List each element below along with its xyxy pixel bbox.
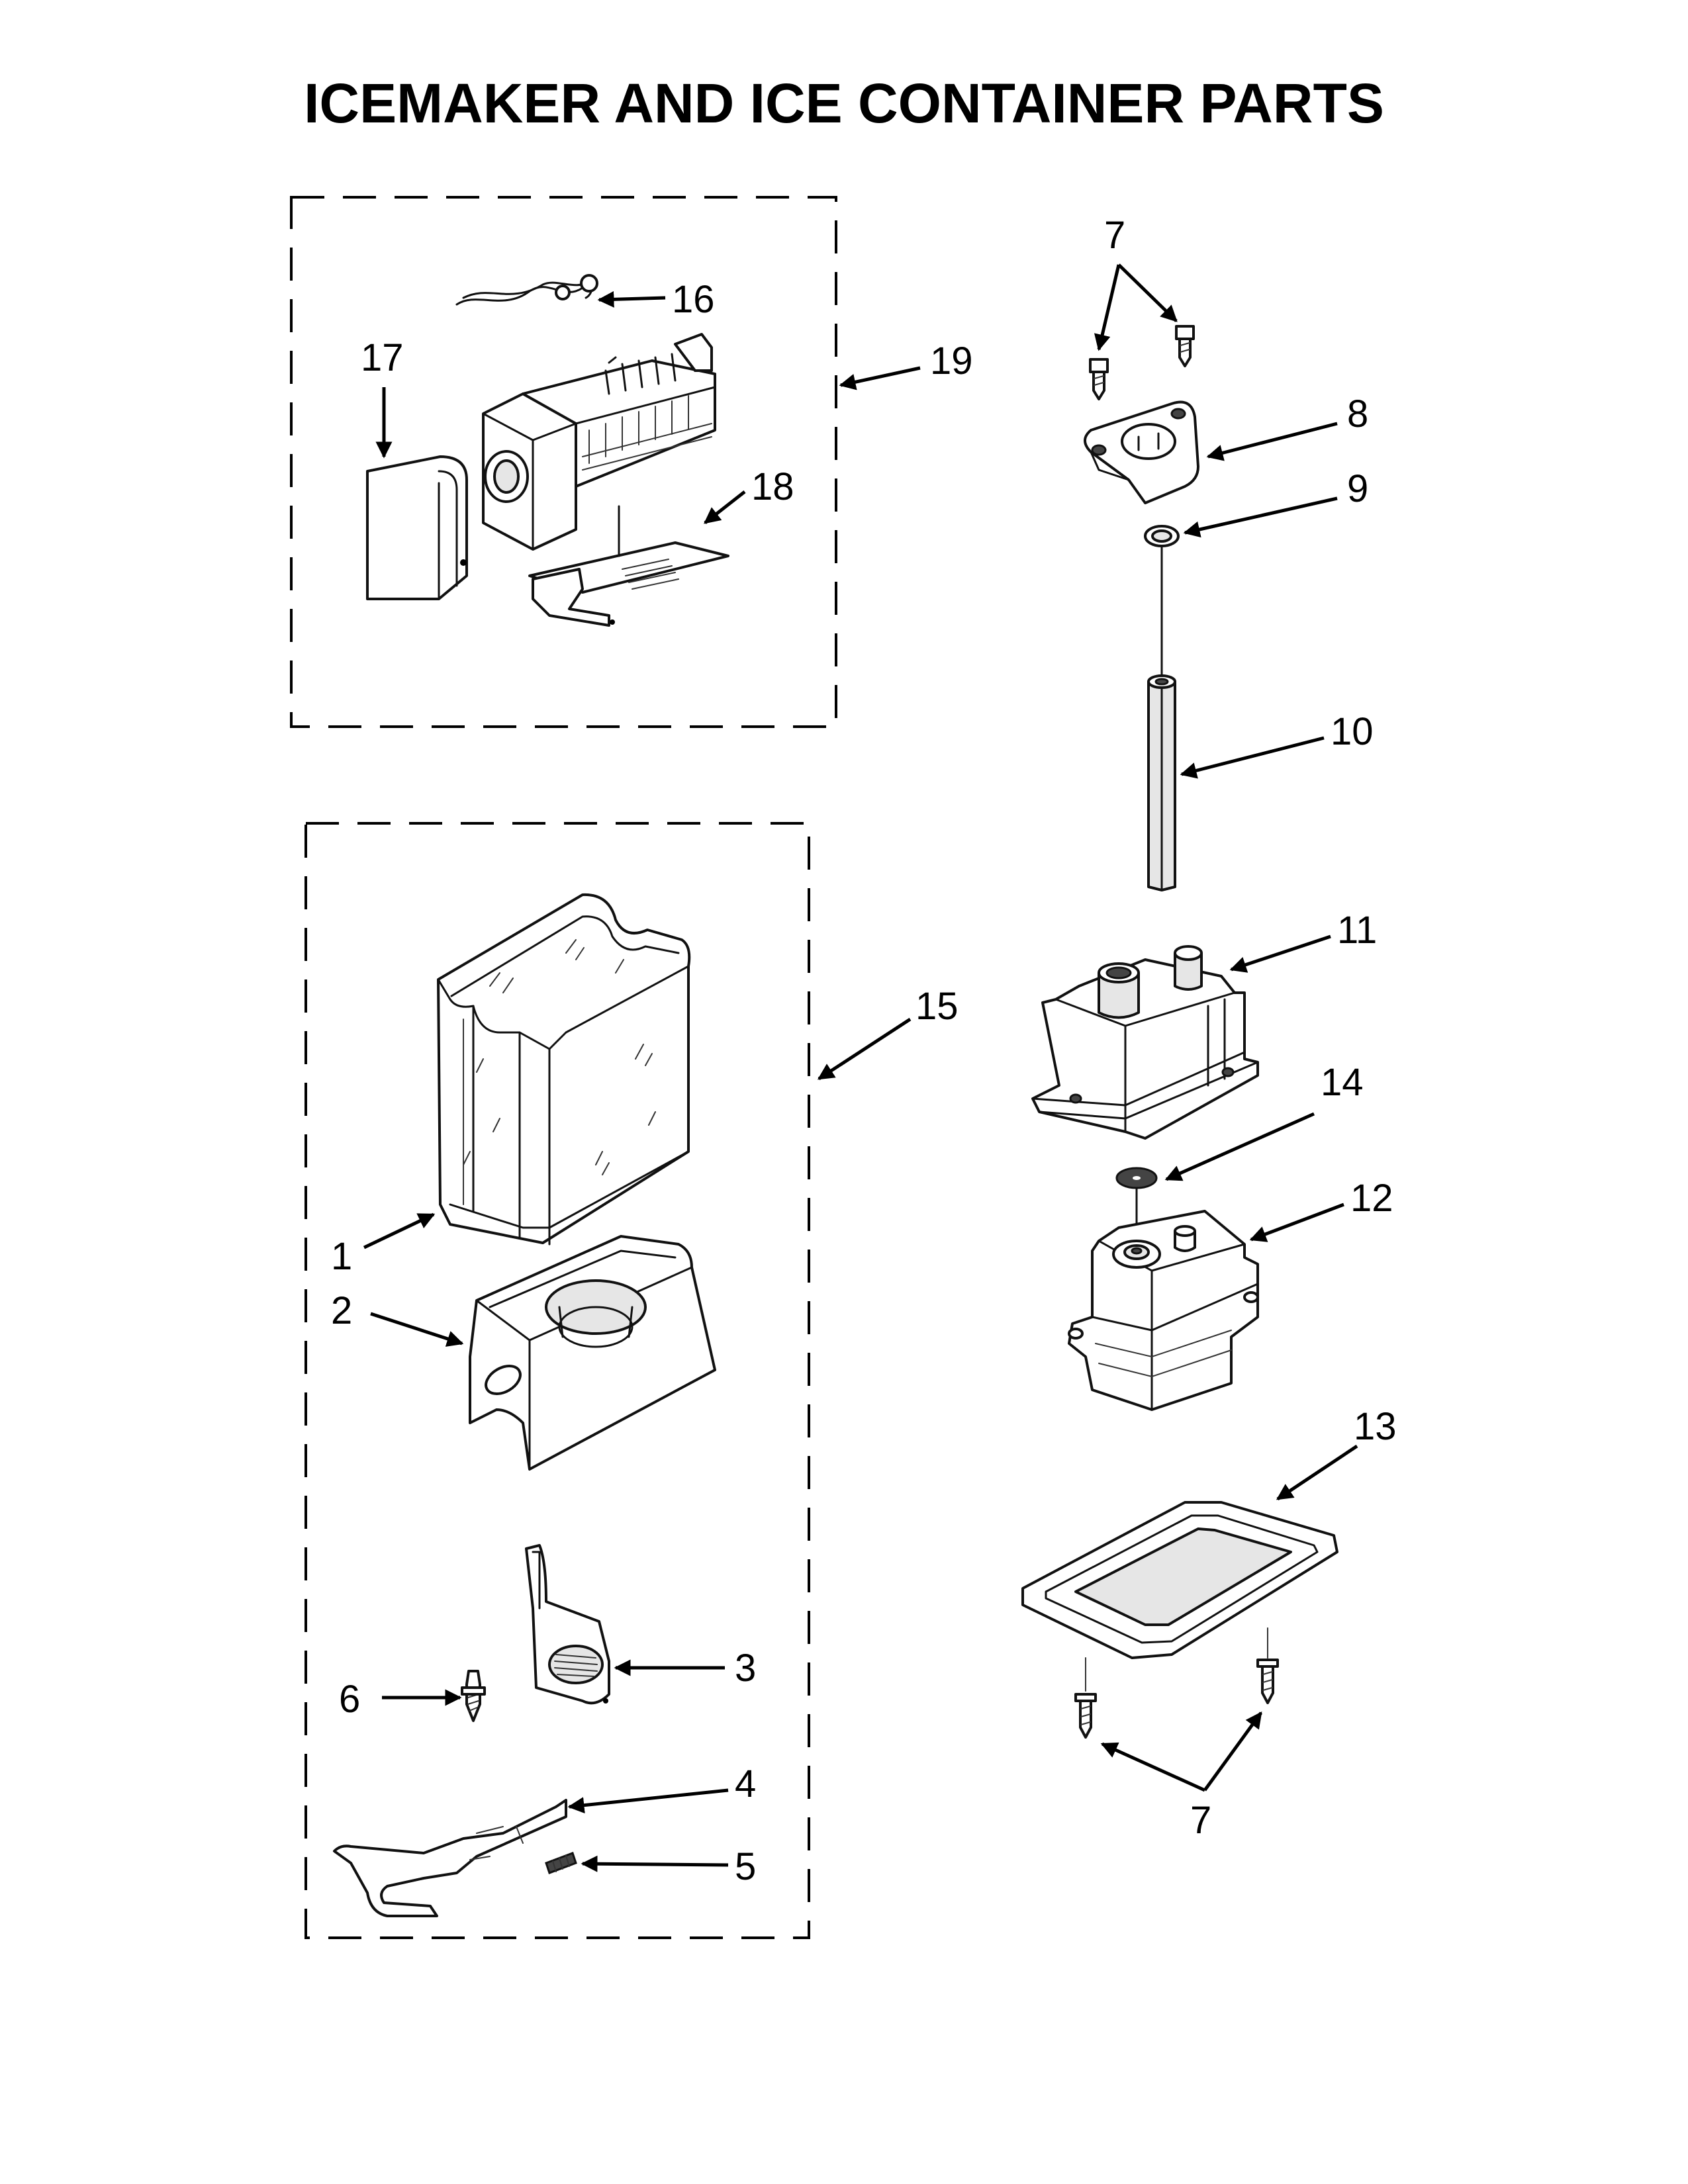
callout-7-top: 7 <box>1104 214 1125 257</box>
part-3-ice-chute-cover <box>525 1544 610 1705</box>
callout-16: 16 <box>672 278 715 321</box>
part-19-icemaker-body <box>482 333 716 551</box>
part-5-spring <box>545 1852 577 1874</box>
leader-4 <box>567 1788 729 1814</box>
part-9-washer <box>1144 525 1180 547</box>
callout-6: 6 <box>339 1678 360 1721</box>
leader-15 <box>817 1017 912 1081</box>
callout-2: 2 <box>331 1289 352 1332</box>
part-17-icemaker-cover <box>366 455 468 600</box>
leader-2 <box>370 1312 464 1347</box>
part-10-drive-shaft <box>1147 674 1176 891</box>
leader-8 <box>1206 422 1338 461</box>
part-4-ice-level-arm <box>333 1799 567 1917</box>
callout-5: 5 <box>735 1845 756 1888</box>
callout-1: 1 <box>331 1235 352 1278</box>
part-11-auger-motor-housing <box>1031 945 1259 1140</box>
callout-9: 9 <box>1347 467 1368 510</box>
part-12-auger-motor <box>1068 1210 1259 1411</box>
callout-8: 8 <box>1347 392 1368 435</box>
callout-7-bottom: 7 <box>1190 1799 1211 1842</box>
callout-19: 19 <box>930 340 973 383</box>
leader-13 <box>1276 1444 1358 1501</box>
callout-3: 3 <box>735 1647 756 1690</box>
callout-12: 12 <box>1350 1177 1393 1220</box>
callout-11: 11 <box>1337 909 1377 952</box>
callout-4: 4 <box>735 1762 756 1805</box>
page-title: ICEMAKER AND ICE CONTAINER PARTS <box>304 72 1384 134</box>
leader-9 <box>1183 496 1338 538</box>
leader-14 <box>1164 1112 1315 1181</box>
leader-5 <box>581 1855 729 1872</box>
callout-10: 10 <box>1331 710 1374 753</box>
leader-19 <box>839 366 921 390</box>
leader-1 <box>363 1212 436 1250</box>
part-7-top-screws <box>1089 325 1195 400</box>
callout-13: 13 <box>1354 1405 1397 1448</box>
part-16-wire-harness <box>455 274 598 306</box>
leader-12 <box>1249 1203 1344 1242</box>
leader-18 <box>704 490 746 524</box>
part-13-gasket <box>1021 1501 1338 1659</box>
part-1-ice-bucket <box>437 893 691 1246</box>
callout-18: 18 <box>751 465 794 508</box>
leader-7-bottom <box>1100 1711 1263 1792</box>
callout-17: 17 <box>361 336 404 379</box>
callout-15: 15 <box>915 985 959 1028</box>
part-8-bracket <box>1084 400 1199 504</box>
group-box-15 <box>305 822 810 1939</box>
part-2-bucket-base <box>469 1235 716 1471</box>
part-14-washer <box>1115 1167 1158 1189</box>
leader-11 <box>1229 934 1331 973</box>
leader-10 <box>1180 736 1325 779</box>
part-6-screw <box>461 1670 486 1722</box>
part-7-bottom-screws <box>1074 1627 1279 1739</box>
leader-16 <box>597 291 666 308</box>
leader-7-top <box>1094 263 1178 351</box>
callout-14: 14 <box>1321 1061 1364 1104</box>
group-box-19 <box>290 196 837 728</box>
part-18-mounting-plate <box>528 505 729 627</box>
